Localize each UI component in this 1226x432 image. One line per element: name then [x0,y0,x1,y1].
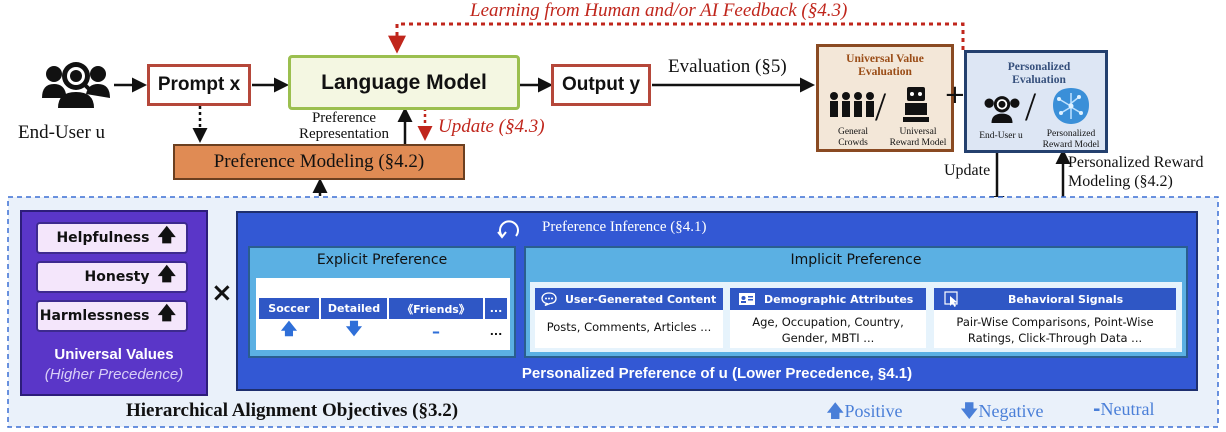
personalized-rm-label: Personalized Reward Model [1042,129,1100,150]
general-crowds-label: General Crowds [837,127,869,148]
explicit-preference-title: Explicit Preference [316,252,448,268]
up-arrow-icon: 🡅 [157,303,176,324]
end-user-icon [42,62,110,108]
personalized-eval-title: Personalized Evaluation [1007,61,1071,86]
cursor-icon [944,291,958,307]
explicit-col-friends: 《Friends》 [389,298,483,319]
up-arrow-icon: 🡅 [826,401,845,422]
legend-neutral: -Neutral [1093,399,1154,420]
slash-divider-2: / [1025,84,1037,129]
explicit-col-detailed: Detailed [321,298,387,319]
down-arrow-icon: 🡇 [960,401,979,422]
plus-sign: + [944,80,966,110]
feedback-label: Learning from Human and/or AI Feedback (… [470,0,848,21]
ugc-body: Posts, Comments, Articles ... [535,310,723,348]
universal-rm-label: Universal Reward Model [889,127,947,148]
output-label: Output y [561,74,641,95]
honesty-item: Honesty 🡅 [36,261,188,293]
demographic-title: Demographic Attributes [764,292,914,306]
universal-eval-panel: Universal Value Evaluation / General Cro… [816,44,954,152]
universal-eval-title: Universal Value Evaluation [846,53,924,78]
honesty-label: Honesty [84,269,150,285]
output-box: Output y [551,64,651,106]
preference-inference-label: Preference Inference (§4.1) [542,219,707,235]
update-red-label: Update (§4.3) [438,116,545,137]
behavioral-title: Behavioral Signals [1008,292,1124,306]
update-right-label: Update [944,162,991,179]
refresh-loop-icon [497,220,519,239]
hierarchical-objectives-label: Hierarchical Alignment Objectives (§3.2) [126,400,459,421]
legend-positive-label: Positive [844,401,903,421]
personalized-reward-modeling-label: Personalized Reward Modeling (§4.2) [1068,154,1204,190]
legend-negative: 🡇Negative [960,399,1043,429]
implicit-preference-title: Implicit Preference [790,252,922,268]
neutral-dash-icon: - [1093,399,1101,420]
helpfulness-item: Helpfulness 🡅 [36,222,188,254]
preference-modeling-box: Preference Modeling (§4.2) [173,144,465,180]
behavioral-header: Behavioral Signals [934,288,1176,310]
language-model-box: Language Model [288,55,520,110]
end-user-small-label: End-User u [979,131,1023,141]
more-values: ... [485,320,507,342]
language-model-label: Language Model [321,70,487,94]
ugc-title: User-Generated Content [565,292,717,306]
legend-neutral-label: Neutral [1100,399,1155,419]
prompt-box: Prompt x [147,64,251,106]
universal-values-title: Universal Values [54,346,174,363]
explicit-col-soccer: Soccer [259,298,319,319]
personalized-preference-label: Personalized Preference of u (Lower Prec… [521,365,913,382]
slash-divider: / [875,84,887,129]
brain-network-icon [1053,88,1089,124]
demographic-body: Age, Occupation, Country, Gender, MBTI .… [730,310,926,348]
harmlessness-item: Harmlessness 🡅 [36,300,188,332]
up-arrow-icon: 🡅 [157,264,176,285]
evaluation-label: Evaluation (§5) [668,56,787,77]
legend-positive: 🡅Positive [826,399,903,429]
end-user-small-icon [984,96,1020,123]
legend-negative-label: Negative [978,401,1044,421]
up-arrow-icon: 🡅 [157,225,176,246]
helpfulness-label: Helpfulness [56,230,150,246]
preference-modeling-label: Preference Modeling (§4.2) [213,151,425,172]
demographic-header: Demographic Attributes [730,288,926,310]
preference-representation-label: Preference Representation [299,110,389,142]
chat-bubble-icon [541,292,557,306]
crowd-icon [830,92,874,117]
times-sign: × [211,278,233,308]
universal-values-subtitle: (Higher Precedence) [44,366,184,383]
personalized-eval-panel: Personalized Evaluation / End-User u Per… [964,50,1108,153]
detailed-down-arrow-icon: 🡇 [321,319,387,342]
id-card-icon [739,293,755,305]
ugc-header: User-Generated Content [535,288,723,310]
end-user-label: End-User u [18,122,106,143]
harmlessness-label: Harmlessness [39,308,150,324]
soccer-up-arrow-icon: 🡅 [259,319,319,342]
explicit-col-more: ... [485,298,507,319]
prompt-label: Prompt x [157,74,241,95]
friends-neutral-icon: – [389,320,483,342]
behavioral-body: Pair-Wise Comparisons, Point-Wise Rating… [934,310,1176,348]
robot-icon [903,87,929,122]
